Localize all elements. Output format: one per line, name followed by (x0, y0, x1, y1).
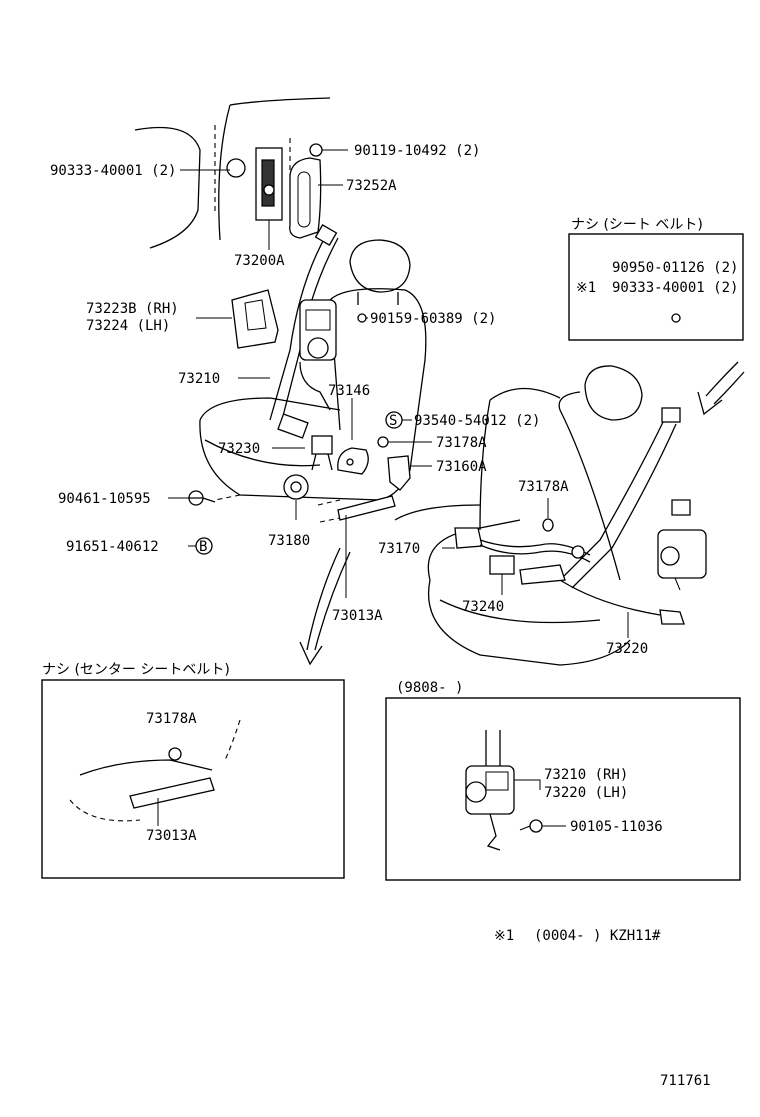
seat-guide-73013A (214, 494, 396, 598)
footnote-range: (0004- ) KZH11# (534, 928, 661, 944)
label-73223B: 73223B (RH) (86, 301, 179, 317)
label-73160A: 73160A (436, 459, 487, 475)
label-73220: 73220 (606, 641, 648, 657)
b-marker: B (199, 539, 207, 555)
inset-retractor-title: (9808- ) (396, 680, 463, 696)
shoulder-anchor-adjuster-73200A (255, 147, 283, 250)
label-73240: 73240 (462, 599, 504, 615)
s-marker: S (389, 413, 397, 429)
label-73252A: 73252A (346, 178, 397, 194)
label-93540-54012: 93540-54012 (2) (414, 413, 540, 429)
label-90119-10492: 90119-10492 (2) (354, 143, 480, 159)
inset-top-right-note-mark: ※1 (576, 280, 596, 296)
inset-center-title: ナシ (センター シートベルト) (42, 662, 230, 678)
label-73146: 73146 (328, 383, 370, 399)
bolt-90119 (309, 143, 348, 157)
inset-center-drawing (69, 719, 241, 826)
label-73224: 73224 (LH) (86, 318, 170, 334)
clip-part-icon (671, 313, 681, 323)
arrow-to-right-seat (697, 361, 745, 416)
label-73178A-1: 73178A (436, 435, 487, 451)
seat-belt-73220 (558, 407, 707, 625)
buckle-assembly-73170-73240 (442, 498, 591, 595)
label-73200A: 73200A (234, 253, 285, 269)
footnote-mark: ※1 (494, 928, 514, 944)
inset-retractor-90105: 90105-11036 (570, 819, 663, 835)
buckle-73230 (311, 435, 333, 471)
label-73178A-2: 73178A (518, 479, 569, 495)
inset-center-73013A: 73013A (146, 828, 197, 844)
label-90333-40001: 90333-40001 (2) (50, 163, 176, 179)
inset-center-73178A: 73178A (146, 711, 197, 727)
inset-box-retractor (385, 697, 741, 881)
label-73013A-1: 73013A (332, 608, 383, 624)
inset-box-center-belt (41, 679, 345, 879)
inset-top-right-title: ナシ (シート ベルト) (571, 217, 703, 233)
inset-retractor-73220: 73220 (LH) (544, 785, 628, 801)
arrow-to-center-inset (299, 547, 351, 666)
inset-top-right-line2: 90333-40001 (2) (612, 280, 738, 296)
small-parts (168, 436, 432, 520)
adjuster-cover-73252A (289, 157, 343, 239)
seat-right-drawing (394, 365, 643, 666)
inset-top-right-line1: 90950-01126 (2) (612, 260, 738, 276)
inset-box-top-right (568, 233, 744, 341)
seat-belt-73210 (269, 224, 368, 439)
cover-73223B (196, 289, 279, 349)
label-90159-60389: 90159-60389 (2) (370, 311, 496, 327)
label-73170: 73170 (378, 541, 420, 557)
label-73180: 73180 (268, 533, 310, 549)
anchor-73146 (337, 447, 369, 475)
b-marker-icon (195, 537, 213, 555)
label-91651-40612: 91651-40612 (66, 539, 159, 555)
buckle-73160A (387, 455, 432, 491)
label-90461-10595: 90461-10595 (58, 491, 151, 507)
plug-icon (226, 158, 246, 178)
label-73210: 73210 (178, 371, 220, 387)
label-73230: 73230 (218, 441, 260, 457)
diagram-id: 711761 (660, 1073, 711, 1089)
inset-retractor-73210: 73210 (RH) (544, 767, 628, 783)
inset-retractor-drawing (465, 730, 566, 851)
